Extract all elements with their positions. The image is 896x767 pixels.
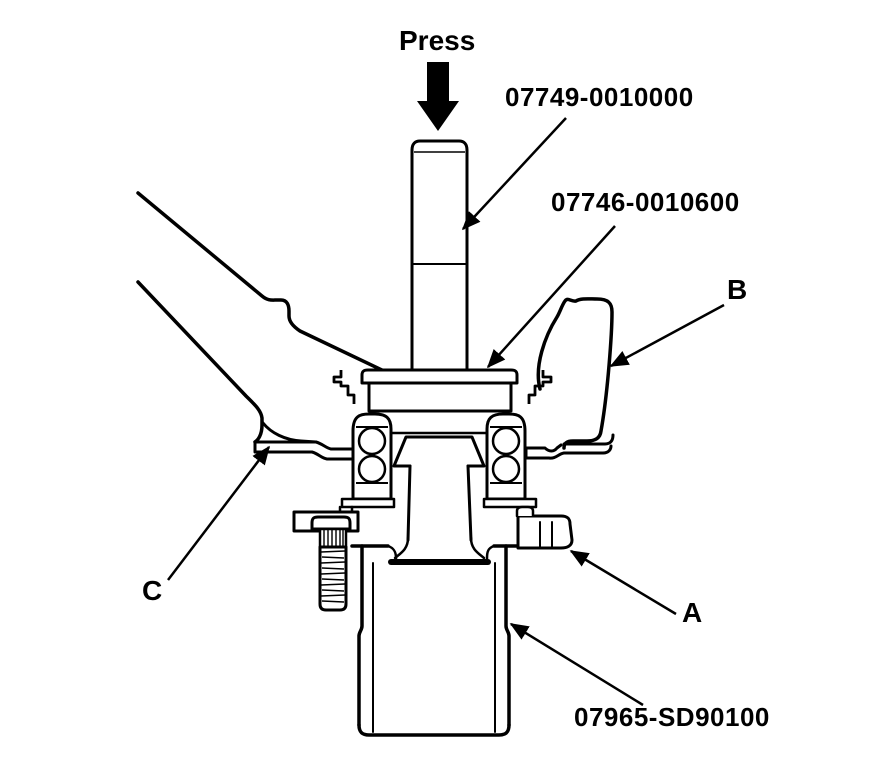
snap-ring-plate-left (340, 497, 396, 509)
hub-spindle (406, 464, 473, 542)
bore-lip-right (527, 370, 553, 404)
knuckle-boss-curve (261, 421, 318, 444)
splash-guard-lip-right (524, 433, 615, 460)
base-bottom (357, 723, 511, 737)
knuckle-left-arm (136, 191, 386, 461)
attachment-body (367, 381, 513, 413)
hub-flange-left-step (338, 505, 354, 514)
base-part-number: 07965-SD90100 (574, 702, 770, 732)
knuckle-right-ear (524, 297, 615, 460)
stud-head (310, 515, 352, 531)
wheel-stud (310, 515, 352, 612)
knuckle-lower-edge (136, 280, 264, 444)
base-outer-wall (357, 544, 511, 727)
leader-callout-c (167, 445, 270, 581)
driver-shaft-outline (410, 139, 469, 372)
press-down-arrow-icon (417, 62, 459, 131)
bearing-ball (491, 454, 521, 484)
knuckle-ear-outline (536, 297, 614, 450)
leader-callout-a (569, 549, 677, 616)
driver-part-number: 07749-0010000 (505, 82, 694, 112)
leader-attachment (486, 225, 616, 369)
splash-guard-lip-left (253, 440, 355, 461)
base-inner-wall (372, 562, 496, 733)
callout-c: C (142, 575, 163, 606)
bore-lip-left (332, 370, 356, 404)
bearing-bore-lips (332, 370, 553, 404)
leader-lines (167, 117, 725, 707)
leader-callout-b (609, 303, 725, 368)
attachment-part-number: 07746-0010600 (551, 187, 740, 217)
hub-flange-right (516, 514, 574, 550)
stud-threads (320, 550, 346, 603)
stud-end-bump (515, 505, 535, 518)
knuckle-upper-edge (136, 191, 386, 373)
attachment-disc (360, 368, 519, 413)
support-base (350, 544, 533, 737)
bearing-ball (491, 426, 521, 456)
stud-knurl-hatch (323, 530, 344, 546)
bearing-ball (357, 426, 387, 456)
leader-base (509, 622, 644, 707)
bearing-ball (357, 454, 387, 484)
leader-driver (461, 117, 567, 231)
hub-neck (392, 435, 486, 468)
callout-b: B (727, 274, 748, 305)
attachment-top-plate (360, 368, 519, 385)
hub-flange-right-hole (539, 521, 553, 549)
snap-ring-plate-right (482, 497, 538, 509)
press-label: Press (399, 25, 476, 56)
callout-a: A (682, 597, 703, 628)
hub-spindle-flare (393, 536, 486, 560)
wheel-bearing (340, 412, 538, 509)
driver-shaft (410, 139, 469, 372)
